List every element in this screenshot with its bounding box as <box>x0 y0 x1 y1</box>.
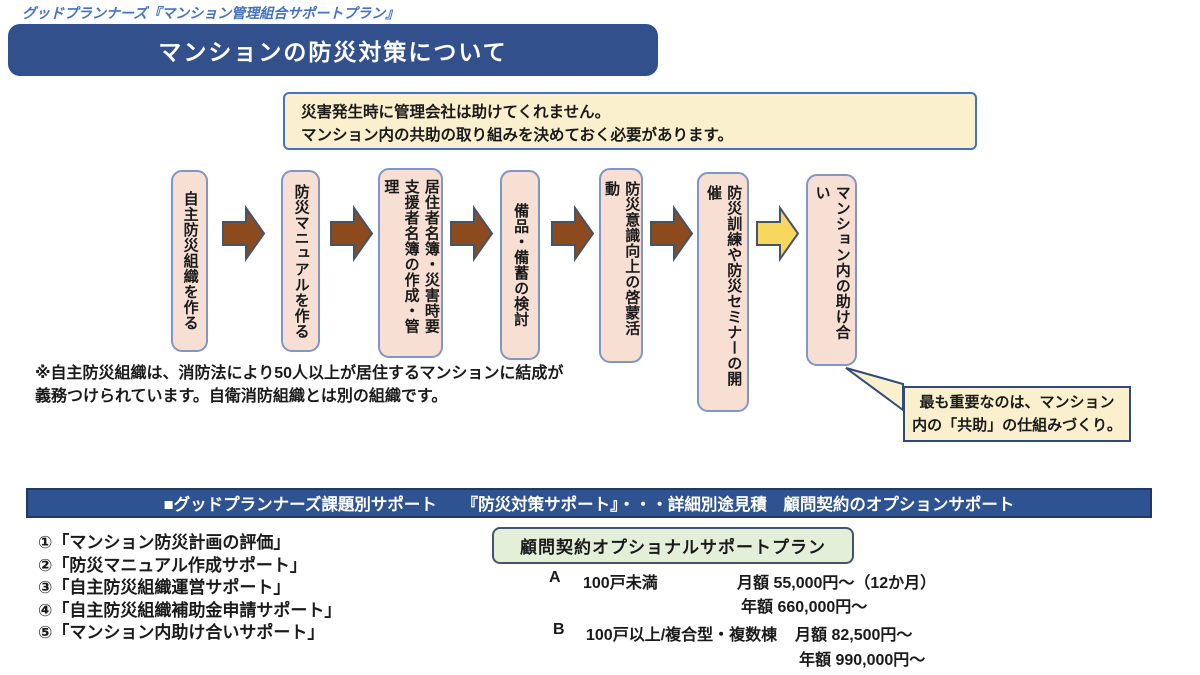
flow-arrow-6-icon <box>756 205 800 262</box>
flow-arrow-2-icon <box>330 205 374 262</box>
callout-line-1: 最も重要なのは、マンション <box>919 394 1115 411</box>
callout-bubble: 最も重要なのは、マンション 内の「共助」の仕組みづくり。 <box>903 386 1131 442</box>
page-title-bar: マンションの防災対策について <box>8 24 658 76</box>
notice-line-1: 災害発生時に管理会社は助けてくれません。 <box>301 104 611 121</box>
plan-b-size: 100戸以上/複合型・複数棟 <box>586 627 778 644</box>
flow-arrow-1-icon <box>222 205 266 262</box>
callout-tail-icon <box>845 367 904 412</box>
footnote-line-1: ※自主防災組織は、消防法により50人以上が居住するマンションに結成が <box>35 365 564 382</box>
flow-step-1: 自主防災組織を作る <box>171 170 208 352</box>
flow-step-6-label: 防災訓練や防災セミナーの開催 <box>705 184 743 387</box>
callout-line-2: 内の「共助」の仕組みづくり。 <box>912 417 1122 434</box>
flow-step-7-label: マンション内の助け合い <box>813 185 851 340</box>
service-item-4: ④「自主防災組織補助金申請サポート」 <box>38 600 342 620</box>
flow-step-3: 居住者名簿・災害時要支援者名簿の作成・管理 <box>378 168 443 358</box>
support-bar-label: ■グッドプランナーズ課題別サポート 『防災対策サポート』・・・詳細別途見積 顧問… <box>163 496 1015 514</box>
flow-step-4-label: 備品・備蓄の検討 <box>512 202 530 327</box>
flow-step-1-label: 自主防災組織を作る <box>181 191 199 331</box>
plan-a-size: 100戸未満 <box>583 575 658 592</box>
plan-title: 顧問契約オプショナルサポートプラン <box>520 538 826 557</box>
flow-step-2: 防災マニュアルを作る <box>281 170 320 352</box>
page-title: マンションの防災対策について <box>158 39 508 65</box>
footnote-line-2: 義務つけられています。自衛消防組織とは別の組織です。 <box>35 388 448 405</box>
service-item-2: ②「防災マニュアル作成サポート」 <box>38 555 307 575</box>
flow-step-2-label: 防災マニュアルを作る <box>292 183 310 339</box>
service-list: ①「マンション防災計画の評価」 ②「防災マニュアル作成サポート」 ③「自主防災組… <box>38 532 341 645</box>
plan-a-label: A <box>549 569 561 586</box>
plan-title-box: 顧問契約オプショナルサポートプラン <box>492 527 854 564</box>
flow-step-7: マンション内の助け合い <box>806 174 857 366</box>
flow-step-3-label: 居住者名簿・災害時要支援者名簿の作成・管理 <box>382 179 440 334</box>
flow-step-4: 備品・備蓄の検討 <box>500 170 540 360</box>
flow-step-5-label: 防災意識向上の啓蒙活動 <box>603 180 641 336</box>
plan-b-monthly: 月額 82,500円～ <box>795 627 913 644</box>
plan-b-label: B <box>553 621 565 638</box>
service-item-5: ⑤「マンション内助け合いサポート」 <box>38 623 325 642</box>
notice-line-2: マンション内の共助の取り組みを決めておく必要があります。 <box>301 127 733 144</box>
flow-arrow-3-icon <box>450 205 494 262</box>
plan-a-monthly: 月額 55,000円～（12か月） <box>737 575 937 592</box>
plan-top-label: グッドプランナーズ『マンション管理組合サポートプラン』 <box>22 5 400 21</box>
flow-step-6: 防災訓練や防災セミナーの開催 <box>697 172 749 412</box>
plan-b-yearly: 年額 990,000円～ <box>799 652 926 669</box>
flow-arrow-5-icon <box>650 205 694 262</box>
notice-box: 災害発生時に管理会社は助けてくれません。 マンション内の共助の取り組みを決めてお… <box>283 92 977 150</box>
flow-step-5: 防災意識向上の啓蒙活動 <box>599 168 643 363</box>
flow-arrow-4-icon <box>551 205 595 262</box>
service-item-1: ①「マンション防災計画の評価」 <box>38 533 291 552</box>
plan-a-yearly: 年額 660,000円～ <box>741 599 868 616</box>
service-item-3: ③「自主防災組織運営サポート」 <box>38 578 291 597</box>
footnote: ※自主防災組織は、消防法により50人以上が居住するマンションに結成が 義務つけら… <box>35 362 595 408</box>
support-bar: ■グッドプランナーズ課題別サポート 『防災対策サポート』・・・詳細別途見積 顧問… <box>26 488 1152 518</box>
